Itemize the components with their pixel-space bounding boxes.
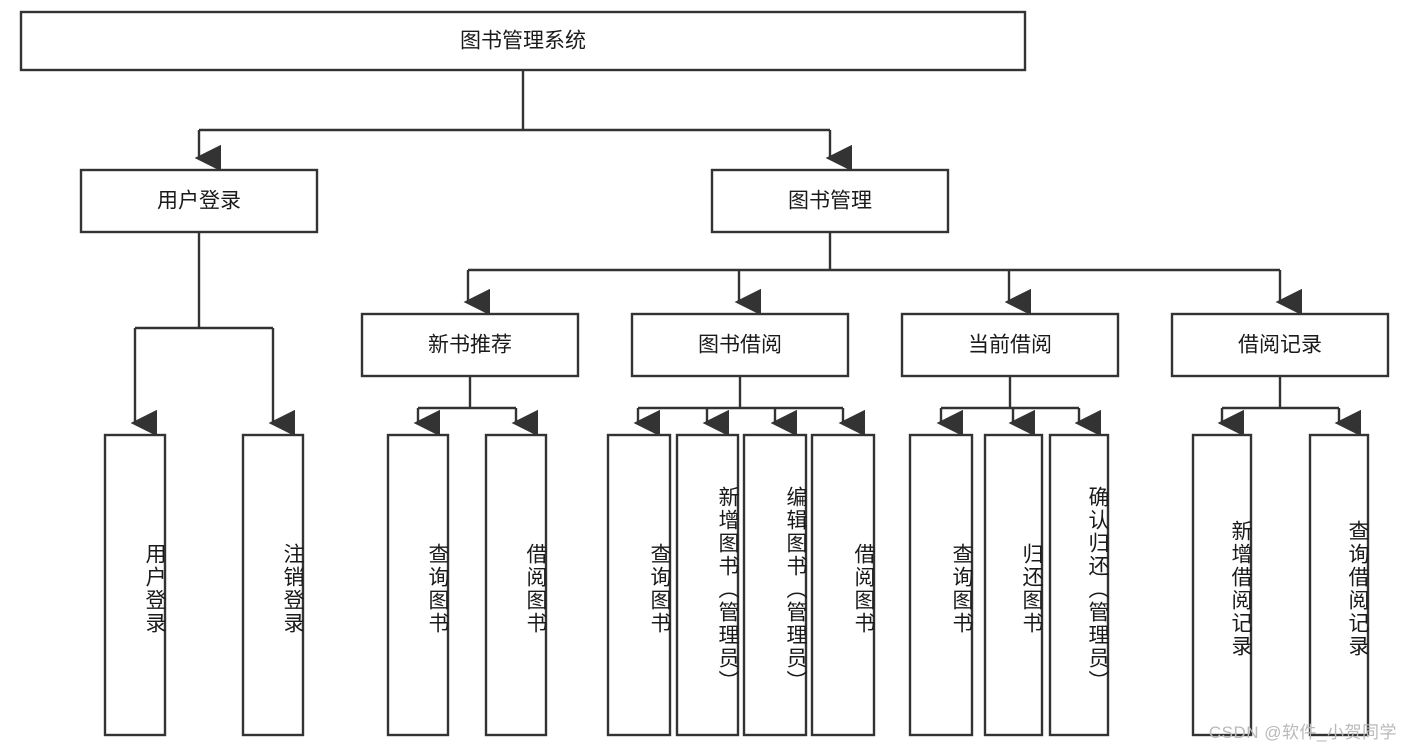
node-label: 图书管理 <box>788 190 872 213</box>
leaf-node-新增图书管理员-5[interactable] <box>675 433 740 737</box>
leaf-node-查询图书-2[interactable] <box>386 433 450 737</box>
node-rect <box>983 433 1044 737</box>
level3-node-新书推荐[interactable]: 新书推荐 <box>360 312 580 378</box>
leaf-node-查询借阅记录-12[interactable] <box>1308 433 1370 737</box>
node-label: 用户登录 <box>157 190 241 213</box>
node-label: 借阅记录 <box>1238 334 1322 357</box>
node-rect <box>1308 433 1370 737</box>
leaf-node-确认归还管理员-10[interactable] <box>1048 433 1110 737</box>
node-rect <box>1170 312 1390 378</box>
level3-node-当前借阅[interactable]: 当前借阅 <box>900 312 1120 378</box>
leaf-node-归还图书-9[interactable] <box>983 433 1044 737</box>
leaf-node-注销登录-1[interactable] <box>241 433 305 737</box>
level3-node-图书借阅[interactable]: 图书借阅 <box>630 312 850 378</box>
node-rect <box>484 433 548 737</box>
connector-layer <box>130 70 1361 437</box>
level2-node-用户登录[interactable]: 用户登录 <box>79 168 319 234</box>
node-rect <box>675 433 740 737</box>
node-rect <box>79 168 319 234</box>
node-label: 图书管理系统 <box>460 30 586 53</box>
node-rect <box>241 433 305 737</box>
node-rect <box>19 10 1027 72</box>
level2-node-图书管理[interactable]: 图书管理 <box>710 168 950 234</box>
node-rect <box>810 433 876 737</box>
node-label: 当前借阅 <box>968 334 1052 357</box>
leaf-node-编辑图书管理员-6[interactable] <box>742 433 808 737</box>
node-rect <box>1048 433 1110 737</box>
csdn-watermark: CSDN @软件_小贺同学 <box>1208 723 1397 742</box>
node-rect <box>103 433 167 737</box>
node-rect <box>630 312 850 378</box>
leaf-node-查询图书-4[interactable] <box>606 433 672 737</box>
level3-node-借阅记录[interactable]: 借阅记录 <box>1170 312 1390 378</box>
leaf-node-借阅图书-3[interactable] <box>484 433 548 737</box>
node-rect <box>1191 433 1253 737</box>
root-node-图书管理系统[interactable]: 图书管理系统 <box>19 10 1027 72</box>
node-rect <box>360 312 580 378</box>
node-label: 图书借阅 <box>698 334 782 357</box>
node-rect <box>386 433 450 737</box>
leaf-node-借阅图书-7[interactable] <box>810 433 876 737</box>
node-rect <box>908 433 974 737</box>
node-rect <box>606 433 672 737</box>
node-rect <box>710 168 950 234</box>
node-rect <box>742 433 808 737</box>
node-rect <box>900 312 1120 378</box>
leaf-node-用户登录-0[interactable] <box>103 433 167 737</box>
leaf-node-查询图书-8[interactable] <box>908 433 974 737</box>
leaf-node-新增借阅记录-11[interactable] <box>1191 433 1253 737</box>
node-label: 新书推荐 <box>428 334 512 357</box>
